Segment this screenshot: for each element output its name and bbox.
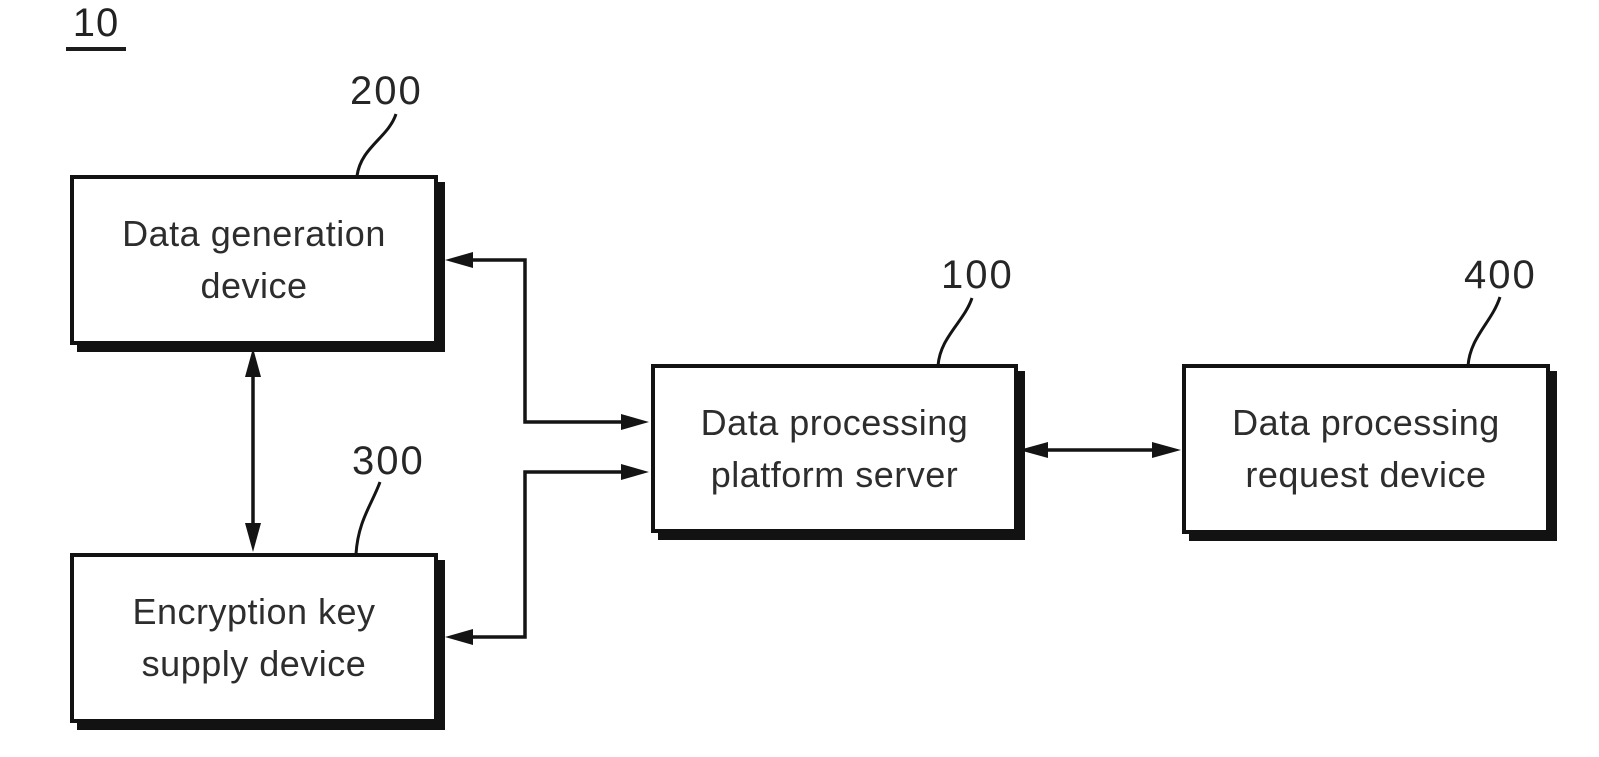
node-data-processing-request-device: Data processing request device bbox=[1182, 364, 1550, 534]
ref-label-400: 400 bbox=[1464, 253, 1537, 297]
ref-label-300: 300 bbox=[352, 439, 425, 483]
arrow-keysupply-to-server-icon bbox=[445, 464, 649, 645]
node-label-line: Encryption key bbox=[132, 591, 376, 632]
arrow-generation-to-server-icon bbox=[445, 252, 649, 430]
node-label-line: Data processing bbox=[1232, 402, 1500, 443]
node-label-line: Data processing bbox=[700, 401, 969, 443]
node-data-processing-platform-server: Data processing platform server bbox=[651, 364, 1018, 533]
node-label-line: Data generation bbox=[122, 213, 386, 254]
node-label-line: device bbox=[200, 265, 308, 306]
leader-line-100 bbox=[936, 297, 974, 367]
node-data-generation-device: Data generation device bbox=[70, 175, 438, 345]
ref-label-100: 100 bbox=[941, 253, 1014, 297]
leader-line-200 bbox=[355, 113, 398, 177]
arrow-generation-to-keysupply-icon bbox=[245, 348, 261, 552]
node-label-line: supply device bbox=[141, 643, 367, 684]
ref-label-200: 200 bbox=[350, 69, 423, 113]
leader-line-300 bbox=[354, 481, 382, 555]
node-label-line: platform server bbox=[710, 453, 959, 495]
figure-ref-label: 10 bbox=[66, 2, 126, 51]
arrow-server-to-request-icon bbox=[1019, 442, 1181, 458]
node-encryption-key-supply-device: Encryption key supply device bbox=[70, 553, 438, 723]
node-label-line: request device bbox=[1245, 454, 1487, 495]
leader-line-400 bbox=[1466, 296, 1502, 367]
